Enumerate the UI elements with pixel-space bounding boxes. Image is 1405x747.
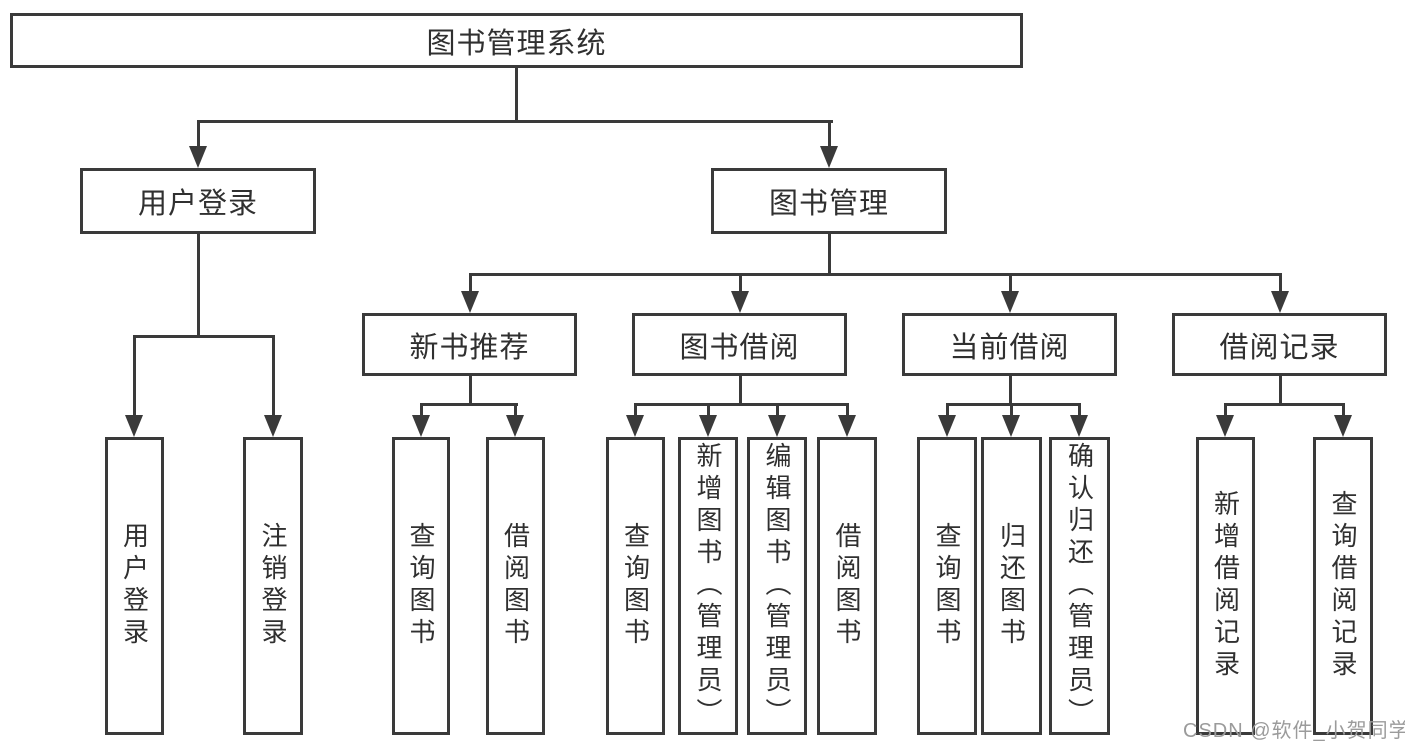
node-new-book-recommend: 新书推荐 bbox=[362, 313, 577, 376]
edge-to-leaf-user-login-shaft bbox=[133, 335, 136, 417]
edge-shaft bbox=[776, 403, 779, 417]
edge-book-management-vline bbox=[828, 234, 831, 273]
edge-to-book-borrow-shaft bbox=[739, 273, 742, 295]
leaf-add-borrow-record: 新增借阅记录 bbox=[1196, 437, 1255, 735]
node-book-management: 图书管理 bbox=[711, 168, 947, 234]
arrowhead-to-book-management bbox=[820, 146, 838, 168]
leaf-query-books-recommend: 查询图书 bbox=[392, 437, 450, 735]
arrowhead-to-borrow-books-a bbox=[506, 415, 524, 437]
arrowhead-to-add-borrow-record bbox=[1216, 415, 1234, 437]
node-current-borrow: 当前借阅 bbox=[902, 313, 1117, 376]
leaf-edit-book-admin: 编辑图书（管理员） bbox=[747, 437, 807, 735]
leaf-return-books: 归还图书 bbox=[981, 437, 1042, 735]
node-borrow-records: 借阅记录 bbox=[1172, 313, 1387, 376]
arrowhead-to-edit-book bbox=[768, 415, 786, 437]
arrowhead-to-add-book bbox=[699, 415, 717, 437]
edge-root-vline bbox=[515, 68, 518, 120]
csdn-watermark: CSDN @软件_小贺同学 bbox=[1183, 720, 1405, 742]
edge-user-login-hline bbox=[133, 335, 275, 338]
leaf-query-books-current: 查询图书 bbox=[917, 437, 977, 735]
arrowhead-to-current-borrow bbox=[1001, 291, 1019, 313]
edge-user-login-vline bbox=[197, 234, 200, 335]
node-user-login: 用户登录 bbox=[80, 168, 316, 234]
edge-new-book-vline bbox=[469, 376, 472, 403]
edge-book-borrow-vline bbox=[739, 376, 742, 403]
edge-to-current-borrow-shaft bbox=[1009, 273, 1012, 295]
leaf-borrow-books: 借阅图书 bbox=[817, 437, 877, 735]
edge-current-borrow-hline bbox=[946, 403, 1081, 406]
edge-current-borrow-vline bbox=[1009, 376, 1012, 403]
leaf-borrow-books-recommend: 借阅图书 bbox=[486, 437, 545, 735]
edge-shaft bbox=[1010, 403, 1013, 417]
arrowhead-to-leaf-logout bbox=[264, 415, 282, 437]
arrowhead-to-query-books-a bbox=[412, 415, 430, 437]
node-book-borrow: 图书借阅 bbox=[632, 313, 847, 376]
edge-book-borrow-hline bbox=[634, 403, 849, 406]
edge-shaft bbox=[1224, 403, 1227, 417]
edge-shaft bbox=[707, 403, 710, 417]
edge-shaft bbox=[514, 403, 517, 417]
arrowhead-to-query-books-b bbox=[626, 415, 644, 437]
arrowhead-to-confirm-return bbox=[1070, 415, 1088, 437]
edge-shaft bbox=[1342, 403, 1345, 417]
edge-to-borrow-records-shaft bbox=[1279, 273, 1282, 295]
leaf-user-login: 用户登录 bbox=[105, 437, 164, 735]
edge-shaft bbox=[634, 403, 637, 417]
edge-shaft bbox=[1078, 403, 1081, 417]
edge-to-leaf-logout-shaft bbox=[272, 335, 275, 417]
edge-root-hline bbox=[197, 120, 833, 123]
leaf-confirm-return-admin: 确认归还（管理员） bbox=[1049, 437, 1110, 735]
edge-to-book-management-shaft bbox=[828, 120, 831, 148]
edge-to-user-login-shaft bbox=[197, 120, 200, 148]
arrowhead-to-borrow-records bbox=[1271, 291, 1289, 313]
edge-new-book-hline bbox=[420, 403, 518, 406]
arrowhead-to-user-login bbox=[189, 146, 207, 168]
edge-borrow-records-vline bbox=[1279, 376, 1282, 403]
arrowhead-to-query-books-c bbox=[938, 415, 956, 437]
leaf-add-book-admin: 新增图书（管理员） bbox=[678, 437, 738, 735]
node-library-management-system: 图书管理系统 bbox=[10, 13, 1023, 68]
arrowhead-to-book-borrow bbox=[731, 291, 749, 313]
leaf-query-borrow-record: 查询借阅记录 bbox=[1313, 437, 1373, 735]
arrowhead-to-leaf-user-login bbox=[125, 415, 143, 437]
edge-shaft bbox=[846, 403, 849, 417]
arrowhead-to-new-book bbox=[461, 291, 479, 313]
arrowhead-to-return-books bbox=[1002, 415, 1020, 437]
arrowhead-to-query-borrow-record bbox=[1334, 415, 1352, 437]
leaf-logout: 注销登录 bbox=[243, 437, 303, 735]
edge-shaft bbox=[946, 403, 949, 417]
edge-book-management-hline bbox=[469, 273, 1282, 276]
edge-borrow-records-hline bbox=[1224, 403, 1345, 406]
edge-to-new-book-shaft bbox=[469, 273, 472, 295]
arrowhead-to-borrow-books-b bbox=[838, 415, 856, 437]
leaf-query-books-borrow: 查询图书 bbox=[606, 437, 665, 735]
edge-shaft bbox=[420, 403, 423, 417]
